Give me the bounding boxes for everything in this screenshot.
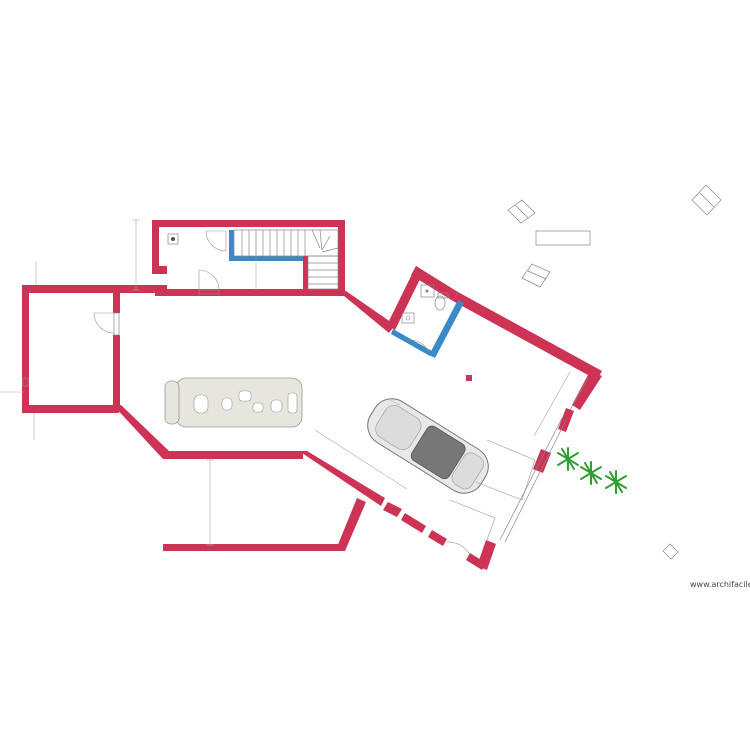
wall-segment [533, 449, 551, 473]
outdoor-rectangle [535, 230, 591, 246]
wall-segment [22, 405, 119, 413]
sink-icon [401, 312, 415, 324]
staircase-icon [233, 229, 339, 290]
palm-tree-icon [557, 447, 579, 471]
wall-segment [337, 498, 366, 551]
wall-segment [22, 285, 160, 293]
wall-segment [113, 405, 169, 459]
partition-wall [391, 329, 432, 356]
wall-segment [338, 291, 395, 333]
wall-segment [387, 266, 424, 330]
door-bathroom [406, 339, 430, 353]
dimension-lines [0, 219, 571, 546]
wall-segment [303, 256, 308, 290]
shower-icon [420, 284, 435, 298]
outdoor-block-1 [507, 199, 536, 224]
wall-segment [155, 285, 167, 296]
wall-segment [453, 292, 602, 380]
outdoor-block-3 [521, 263, 551, 288]
car-icon [367, 398, 489, 494]
door-stair-room [198, 230, 227, 295]
partition-wall [429, 300, 464, 358]
wall-segment [152, 220, 159, 274]
garage-walls [22, 266, 602, 570]
palm-tree-icon [605, 470, 627, 494]
wall-segment [152, 220, 345, 227]
wall-segment [113, 293, 120, 313]
toilet-icon [434, 292, 449, 311]
marker-point [466, 375, 472, 381]
watermark-text: www.archifacile.fr [690, 580, 750, 589]
wall-segment [299, 451, 385, 506]
garage-door-swings [446, 377, 589, 556]
wall-segment [338, 220, 345, 296]
wall-segment [572, 371, 602, 410]
stair-room [152, 220, 345, 296]
wall-segment [163, 451, 303, 459]
outdoor-block-4 [662, 543, 679, 560]
wall-segment [383, 502, 402, 517]
water-heater-icon [167, 233, 179, 245]
wall-segment [477, 540, 496, 570]
wall-segment [113, 335, 120, 407]
wall-segment [22, 285, 29, 413]
wall-segment [163, 544, 345, 551]
wall-segment [411, 266, 458, 301]
partition-wall [229, 256, 306, 261]
palm-tree-icon [580, 461, 602, 485]
wall-segment [401, 513, 426, 533]
wall-segment [159, 266, 167, 274]
outdoor-block-2 [691, 184, 722, 216]
wall-segment [428, 530, 447, 546]
partition-wall [229, 230, 234, 260]
wall-segment [159, 289, 339, 296]
door-left-room [22, 312, 120, 387]
camper-van-icon [164, 377, 303, 428]
